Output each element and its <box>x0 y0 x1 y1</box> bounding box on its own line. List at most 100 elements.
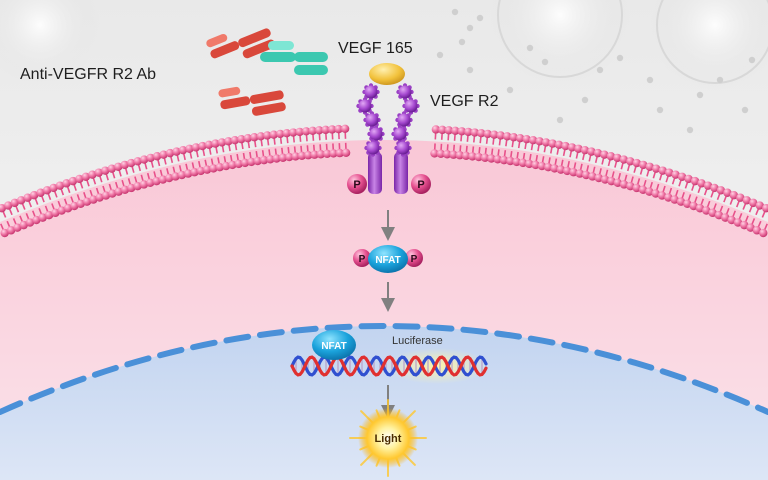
lipid-head <box>89 195 98 204</box>
lipid-head <box>670 195 679 204</box>
receptor-domain-right <box>398 85 412 99</box>
receptor-domain-left <box>366 141 380 155</box>
lipid-head <box>108 189 117 198</box>
lipid-head <box>442 150 452 159</box>
lipid-head <box>554 140 564 150</box>
background-particle <box>466 24 474 32</box>
lipid-head <box>658 166 667 175</box>
lipid-head <box>721 213 730 222</box>
receptor-domain-right <box>397 113 411 127</box>
lipid-head <box>276 129 285 139</box>
lipid-head <box>224 137 233 146</box>
lipid-head <box>651 189 660 198</box>
lipid-head <box>506 156 515 166</box>
nfat-cytoplasmic <box>368 245 408 273</box>
lipid-head <box>146 153 155 163</box>
background-cell-outline <box>497 0 623 78</box>
lipid-head <box>736 193 745 202</box>
lipid-head <box>550 164 559 173</box>
lipid-head <box>531 160 540 170</box>
lipid-head <box>314 126 324 135</box>
lipid-head <box>16 196 26 205</box>
lipid-head <box>341 148 351 158</box>
lipid-head <box>334 124 343 134</box>
receptor-phospho-left-label: P <box>353 179 360 191</box>
background-cell-left <box>0 0 100 85</box>
lipid-head <box>522 134 531 144</box>
background-particle <box>716 76 724 84</box>
lipid-head <box>152 176 161 186</box>
lipid-head <box>607 176 616 186</box>
lipid-head <box>575 169 585 178</box>
lipid-head <box>490 130 499 139</box>
lipid-head <box>752 226 762 235</box>
lipid-head <box>42 186 52 195</box>
lipid-head <box>165 173 174 183</box>
lipid-head <box>556 165 566 174</box>
lipid-head <box>619 155 629 164</box>
lipid-head <box>487 154 496 163</box>
lipid-head <box>537 161 547 171</box>
background-particle <box>458 38 466 46</box>
vegf-165-ligand <box>369 63 405 85</box>
lipid-head <box>457 127 467 136</box>
lipid-head <box>468 152 477 161</box>
lipid-head <box>708 208 717 218</box>
lipid-head <box>282 128 291 138</box>
lipid-head <box>430 149 439 158</box>
lipid-head <box>190 168 199 177</box>
lipid-head <box>209 164 218 173</box>
lipid-head <box>82 197 92 206</box>
lipid-head <box>107 164 116 173</box>
nfat-cytoplasmic-label: NFAT <box>375 255 400 266</box>
lipid-head <box>697 179 706 188</box>
receptor-transmembrane-right <box>394 152 408 194</box>
lipid-head <box>81 172 91 181</box>
background-particle <box>686 126 694 134</box>
background-particle <box>541 58 549 66</box>
lipid-head <box>749 198 758 208</box>
lipid-head <box>581 170 591 180</box>
lipid-head <box>63 204 73 213</box>
lipid-head <box>515 133 525 143</box>
background-cell-far-right <box>650 0 768 90</box>
lipid-head <box>544 162 553 172</box>
lipid-head <box>541 138 551 147</box>
lipid-head <box>329 149 338 158</box>
lipid-head <box>4 201 13 210</box>
background-particle <box>748 56 756 64</box>
lipid-head <box>626 157 635 166</box>
lipid-head <box>695 204 705 213</box>
lipid-head <box>567 143 577 152</box>
lipid-head <box>606 152 616 161</box>
lipid-head <box>57 206 66 215</box>
lipid-head <box>703 181 713 190</box>
lipid-head <box>683 199 692 209</box>
receptor-domain-left <box>365 113 379 127</box>
nuclear-envelope <box>0 323 768 415</box>
lipid-head <box>619 180 629 189</box>
lipid-head <box>525 159 534 169</box>
lipid-head <box>664 193 673 202</box>
lipid-head <box>126 158 136 168</box>
lipid-head <box>335 148 344 158</box>
lipid-head <box>101 191 111 200</box>
background-particle <box>506 86 514 94</box>
background-particle <box>476 14 484 22</box>
receptor-domain-right <box>404 99 418 113</box>
lipid-head <box>438 125 447 135</box>
lipid-head <box>29 191 39 200</box>
lipid-head <box>55 181 65 190</box>
light-glow <box>358 408 418 468</box>
background-cell-outline-2 <box>656 0 768 84</box>
lipid-head <box>133 157 142 166</box>
lipid-head <box>613 178 622 187</box>
lipid-head <box>710 183 719 193</box>
lipid-head <box>51 208 60 218</box>
lipid-head <box>228 160 237 170</box>
background-particle <box>451 8 459 16</box>
lipid-head <box>632 158 642 168</box>
background-particle <box>656 106 664 114</box>
lipid-head <box>714 211 724 220</box>
lipid-head <box>600 150 609 159</box>
